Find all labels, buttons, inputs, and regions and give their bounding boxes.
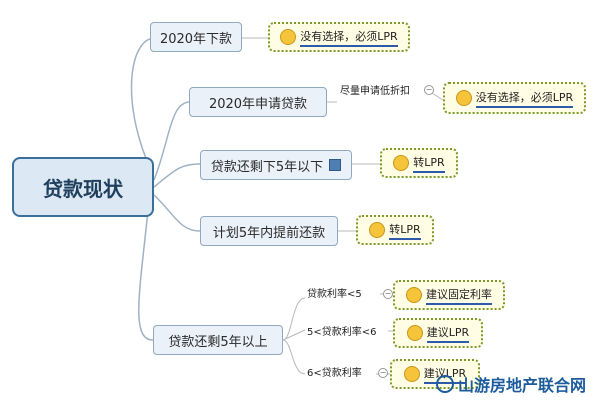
- leaf-node[interactable]: 建议LPR: [393, 318, 483, 348]
- leaf-node[interactable]: 没有选择，必须LPR: [268, 22, 410, 52]
- branch-label: 2020年申请贷款: [208, 96, 308, 112]
- expand-icon[interactable]: [329, 159, 342, 171]
- root-label: 贷款现状: [43, 176, 123, 201]
- leaf-label: 转LPR: [389, 221, 421, 240]
- sub-topic-label: 5<贷款利率<6: [307, 327, 377, 338]
- leaf-node[interactable]: 转LPR: [380, 148, 458, 178]
- watermark-text: 山游房地产联合网: [458, 376, 587, 395]
- branch-label: 2020年下款: [159, 31, 233, 47]
- leaf-node[interactable]: 建议固定利率: [393, 280, 505, 310]
- leaf-label: 没有选择，必须LPR: [475, 89, 574, 108]
- watermark: 山游房地产联合网: [436, 372, 586, 396]
- leaf-node[interactable]: 转LPR: [356, 215, 434, 245]
- leaf-label: 没有选择，必须LPR: [300, 28, 398, 47]
- branch-prepay-within-5-years[interactable]: 计划5年内提前还款: [200, 216, 338, 246]
- smiley-icon: [369, 222, 386, 238]
- smiley-icon: [406, 325, 423, 341]
- watermark-logo-icon: [436, 375, 454, 393]
- leaf-label: 建议LPR: [426, 324, 470, 343]
- branch-over-5-years[interactable]: 贷款还剩5年以上: [153, 325, 283, 355]
- branch-label: 计划5年内提前还款: [212, 225, 326, 241]
- collapse-icon[interactable]: −: [378, 368, 388, 378]
- branch-under-5-years[interactable]: 贷款还剩下5年以下: [200, 150, 352, 180]
- smiley-icon: [455, 90, 472, 106]
- branch-label: 贷款还剩下5年以下: [210, 159, 324, 175]
- smiley-icon: [393, 155, 410, 171]
- smiley-icon: [403, 366, 420, 382]
- smiley-icon: [280, 29, 297, 45]
- smiley-icon: [406, 287, 422, 303]
- branch-label: 贷款还剩5年以上: [168, 334, 268, 350]
- branch-2020-loan-issued[interactable]: 2020年下款: [150, 22, 242, 52]
- leaf-node[interactable]: 没有选择，必须LPR: [443, 82, 586, 114]
- branch-2020-loan-applied[interactable]: 2020年申请贷款: [189, 87, 327, 117]
- leaf-label: 建议固定利率: [426, 286, 492, 305]
- sub-topic-label: 6<贷款利率: [307, 368, 362, 379]
- collapse-icon[interactable]: −: [383, 289, 393, 299]
- sub-topic-label: 贷款利率<5: [307, 289, 362, 300]
- root-node[interactable]: 贷款现状: [12, 157, 154, 217]
- leaf-label: 转LPR: [413, 154, 445, 173]
- sub-topic-label: 尽量申请低折扣: [340, 86, 410, 97]
- collapse-icon[interactable]: −: [424, 85, 434, 95]
- leaf-node[interactable]: 建议LPR: [390, 359, 480, 389]
